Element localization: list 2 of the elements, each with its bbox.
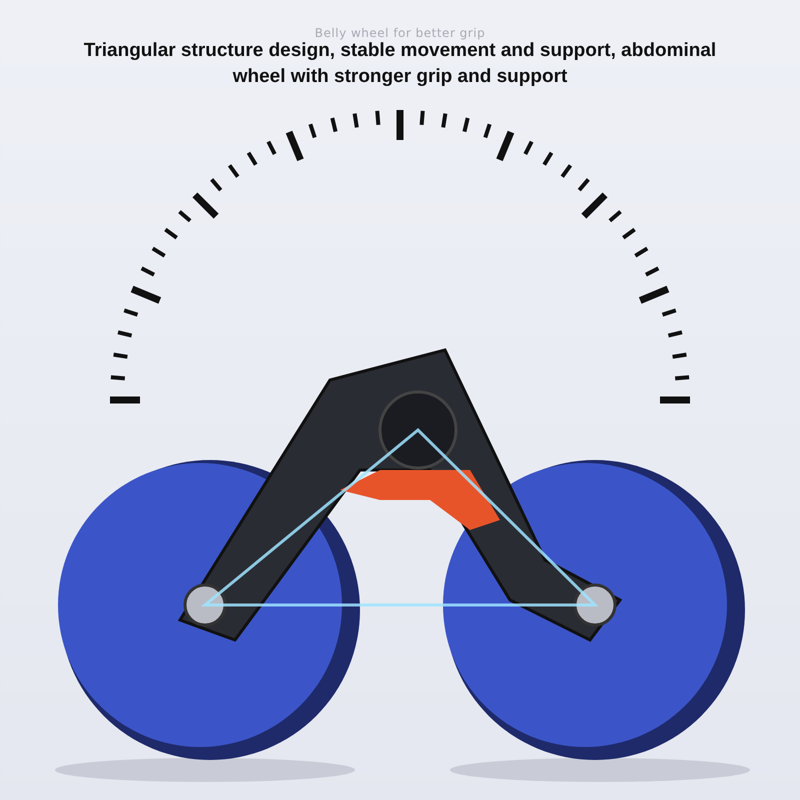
subtitle: Belly wheel for better grip: [314, 26, 486, 40]
title: Triangular structure design, stable movement and support, abdominal wheel with stronger grip and support: [84, 40, 716, 87]
